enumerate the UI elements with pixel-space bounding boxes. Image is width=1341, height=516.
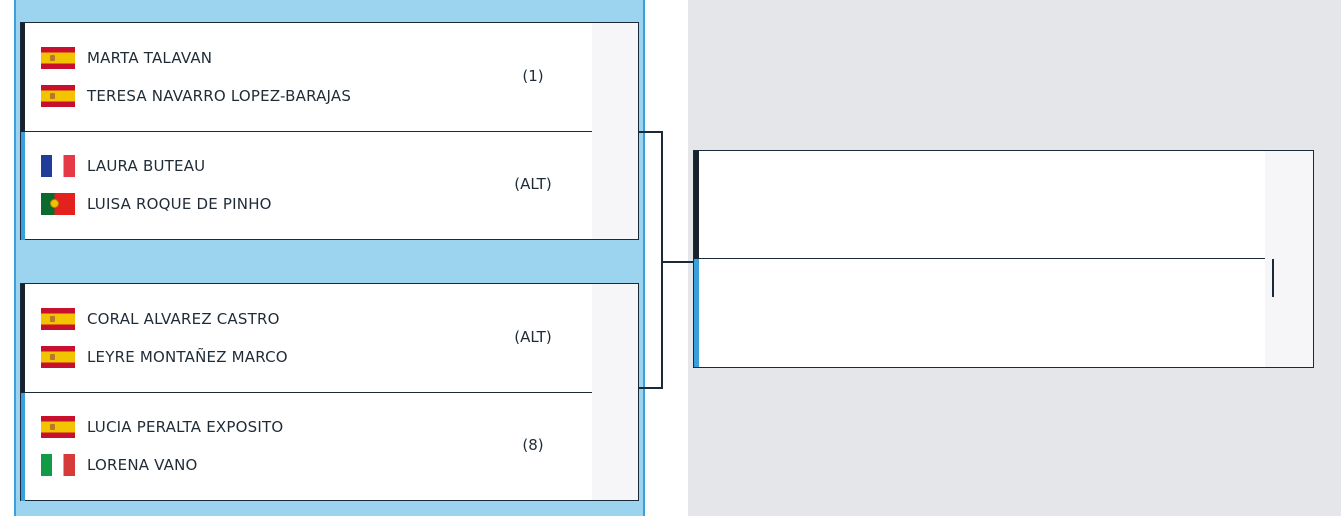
spain-flag-icon: [41, 47, 75, 69]
player-row: TERESA NAVARRO LOPEZ-BARAJAS: [41, 85, 351, 107]
player-name: CORAL ALVAREZ CASTRO: [87, 310, 280, 328]
next-round-match-card[interactable]: [693, 150, 1314, 368]
player-row: LUCIA PERALTA EXPOSITO: [41, 416, 283, 438]
player-row: CORAL ALVAREZ CASTRO: [41, 308, 280, 330]
team-entry[interactable]: LAURA BUTEAU LUISA ROQUE DE PINHO (ALT): [21, 132, 595, 240]
empty-team-slot[interactable]: [694, 151, 1266, 259]
score-column: [592, 23, 638, 239]
player-name: LORENA VANO: [87, 456, 198, 474]
bracket-connector: [661, 261, 693, 263]
spain-flag-icon: [41, 346, 75, 368]
team-entry[interactable]: LUCIA PERALTA EXPOSITO LORENA VANO (8): [21, 393, 595, 501]
portugal-flag-icon: [41, 193, 75, 215]
empty-team-slot[interactable]: [694, 259, 1266, 367]
player-name: LAURA BUTEAU: [87, 157, 206, 175]
bracket-connector: [661, 131, 663, 389]
score-column: [592, 284, 638, 500]
player-row: LEYRE MONTAÑEZ MARCO: [41, 346, 288, 368]
italy-flag-icon: [41, 454, 75, 476]
player-name: TERESA NAVARRO LOPEZ-BARAJAS: [87, 87, 352, 105]
player-row: LORENA VANO: [41, 454, 198, 476]
player-name: LUISA ROQUE DE PINHO: [87, 195, 272, 213]
seed-label: (ALT): [514, 175, 552, 193]
match-card[interactable]: CORAL ALVAREZ CASTRO LEYRE MONTAÑEZ MARC…: [20, 283, 639, 501]
player-row: MARTA TALAVAN: [41, 47, 212, 69]
player-row: LUISA ROQUE DE PINHO: [41, 193, 272, 215]
match-card[interactable]: MARTA TALAVAN TERESA NAVARRO LOPEZ-BARAJ…: [20, 22, 639, 240]
spain-flag-icon: [41, 416, 75, 438]
team-entry[interactable]: MARTA TALAVAN TERESA NAVARRO LOPEZ-BARAJ…: [21, 23, 595, 132]
bracket-connector: [1272, 259, 1274, 297]
player-name: LEYRE MONTAÑEZ MARCO: [87, 348, 288, 366]
player-name: LUCIA PERALTA EXPOSITO: [87, 418, 284, 436]
player-row: LAURA BUTEAU: [41, 155, 205, 177]
player-name: MARTA TALAVAN: [87, 49, 213, 67]
team-entry[interactable]: CORAL ALVAREZ CASTRO LEYRE MONTAÑEZ MARC…: [21, 284, 595, 393]
france-flag-icon: [41, 155, 75, 177]
spain-flag-icon: [41, 308, 75, 330]
bracket-connector: [639, 131, 663, 133]
spain-flag-icon: [41, 85, 75, 107]
seed-label: (ALT): [514, 328, 552, 346]
bracket-connector: [639, 387, 663, 389]
seed-label: (1): [522, 67, 544, 85]
seed-label: (8): [522, 436, 544, 454]
